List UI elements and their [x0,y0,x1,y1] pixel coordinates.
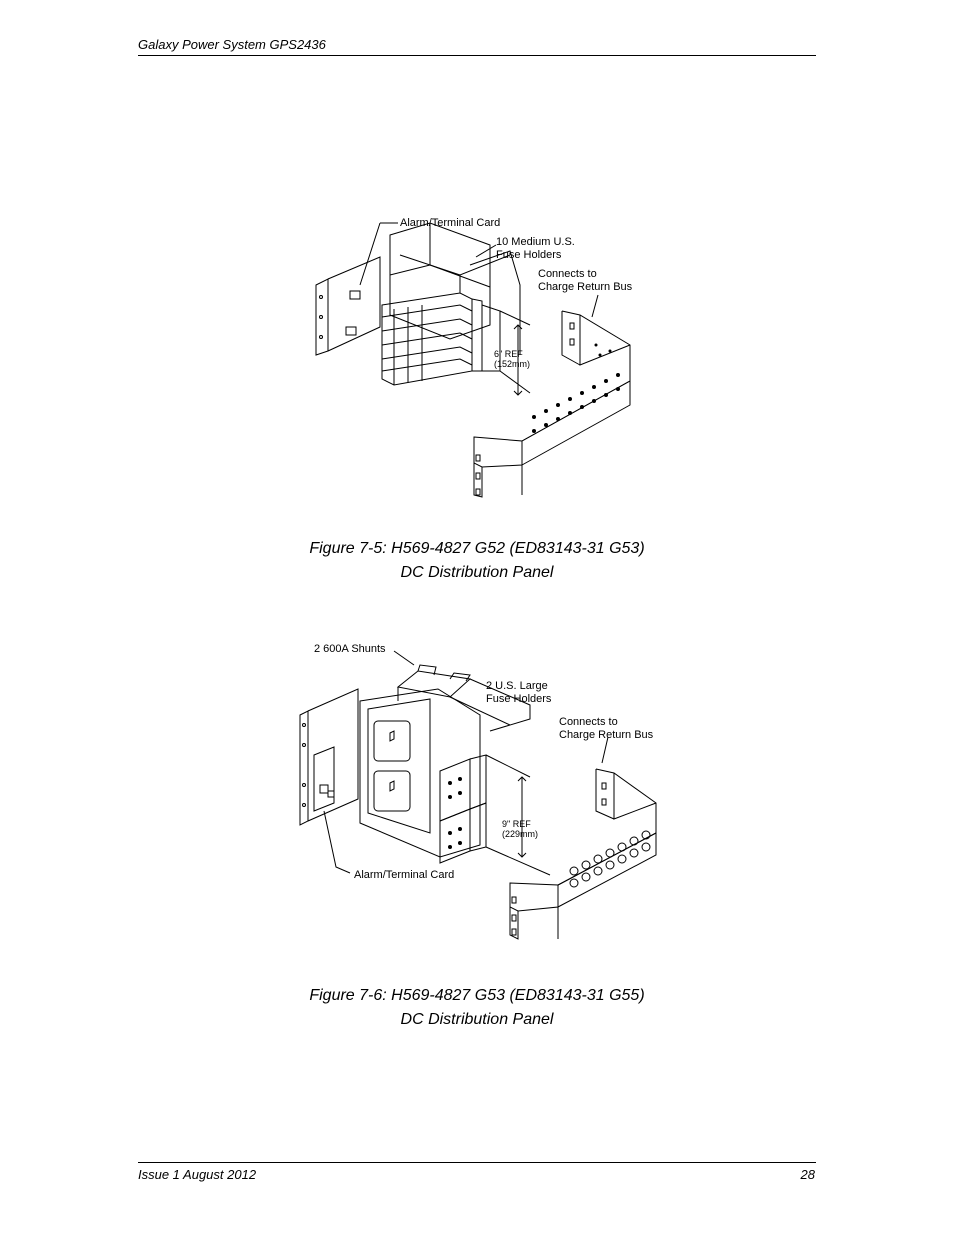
fig2-label-shunts: 2 600A Shunts [314,643,386,655]
header-rule [138,55,816,56]
leader-alarm-card [359,222,381,286]
fig2-label-fuse-2: Fuse Holders [486,693,552,705]
charge-return-bus [509,768,657,940]
figure-7-5-drawing: Alarm/Terminal Card 10 Medium U.S. Fuse … [315,217,633,498]
figure-7-5-caption: Figure 7-5: H569-4827 G52 (ED83143-31 G5… [0,537,954,585]
caption-line-2: DC Distribution Panel [400,1011,554,1028]
fig1-label-ref-2: (152mm) [494,359,530,369]
caption-line-1: Figure 7-5: H569-4827 G52 (ED83143-31 G5… [309,540,645,557]
charge-return-bus [473,310,631,498]
alarm-card-panel [327,256,381,352]
fig1-label-connects-2: Charge Return Bus [538,281,633,293]
shunts [396,664,531,732]
left-rack-ear [299,710,309,826]
fig1-label-fuse-1: 10 Medium U.S. [496,236,575,248]
footer-issue: Issue 1 August 2012 [138,1167,257,1182]
page-number: 28 [800,1167,815,1182]
leader-shunts [393,650,415,666]
terminal-plates [439,754,487,864]
fig2-label-connects-1: Connects to [559,716,618,728]
footer-rule [138,1162,816,1163]
fig1-label-connects-1: Connects to [538,268,597,280]
fig1-label-alarm-card: Alarm/Terminal Card [400,217,500,229]
fig1-label-ref-1: 6" REF [494,349,523,359]
bus-holes [532,343,620,433]
figure-7-6-drawing: 2 600A Shunts 2 U.S. Large Fuse Holders … [299,643,657,940]
fig2-label-fuse-1: 2 U.S. Large [486,680,548,692]
side-panel [307,688,359,822]
fig2-label-ref-2: (229mm) [502,829,538,839]
fig1-label-fuse-2: Fuse Holders [496,249,562,261]
figure-7-6-caption: Figure 7-6: H569-4827 G53 (ED83143-31 G5… [0,984,954,1032]
alarm-card [313,746,335,812]
bus-holes [569,830,651,888]
fig2-label-alarm-card: Alarm/Terminal Card [354,869,454,881]
leader-alarm-card [323,810,351,874]
running-header: Galaxy Power System GPS2436 [138,37,326,52]
fuse-holder-stack [381,292,473,386]
fig2-label-ref-1: 9" REF [502,819,531,829]
fuse-holder-body [359,688,481,858]
caption-line-2: DC Distribution Panel [400,564,554,581]
fig2-label-connects-2: Charge Return Bus [559,729,654,741]
caption-line-1: Figure 7-6: H569-4827 G53 (ED83143-31 G5… [309,987,645,1004]
